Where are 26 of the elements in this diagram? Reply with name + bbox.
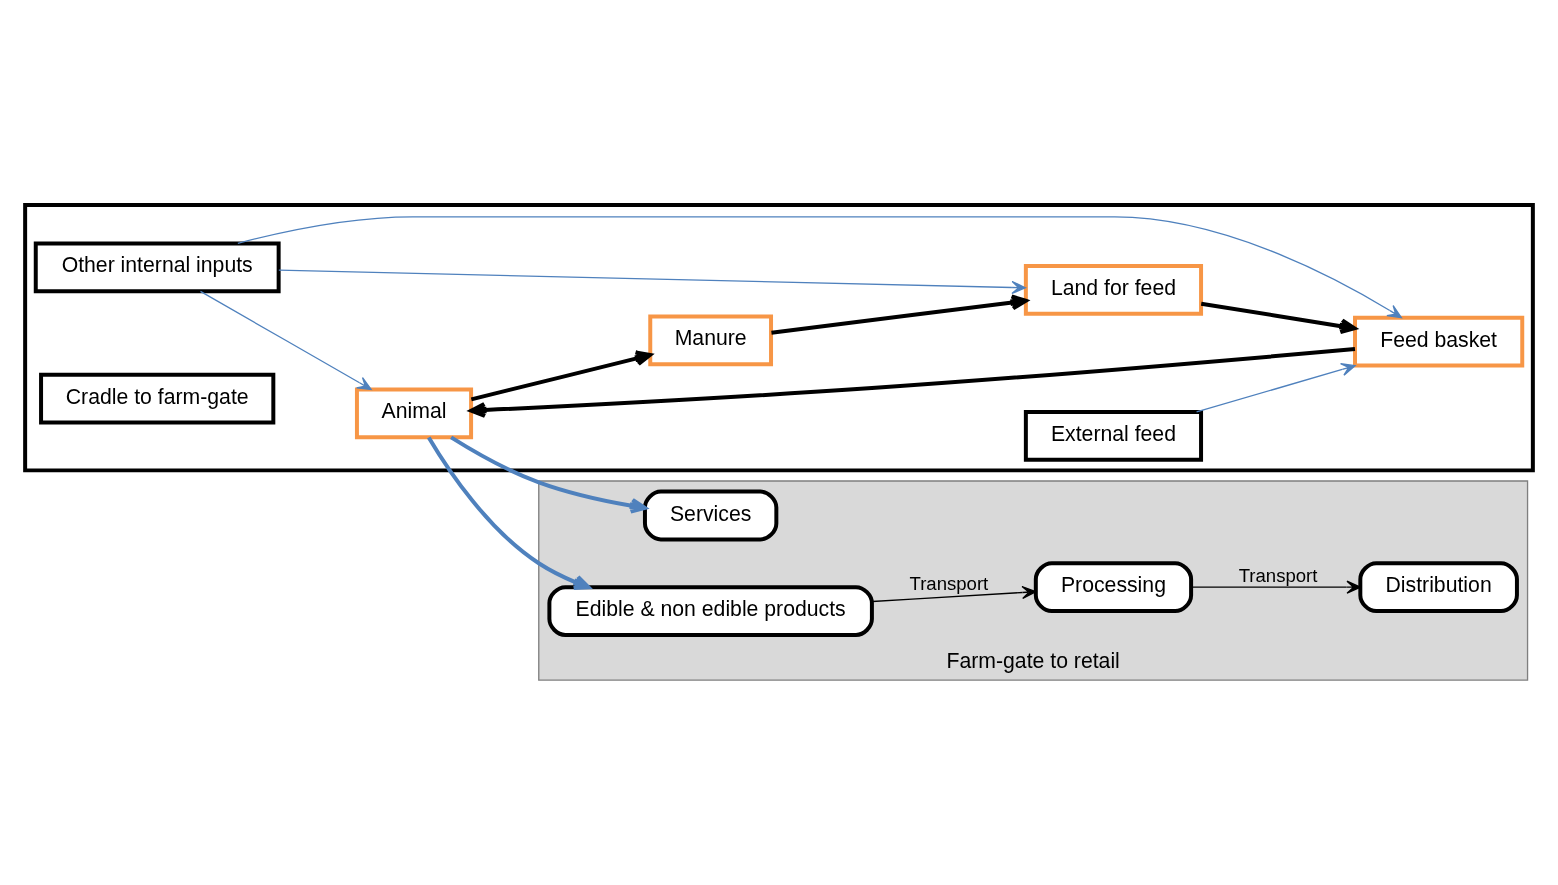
arrow (199, 290, 372, 391)
arrow (1195, 363, 1356, 413)
node-box: Processing (1033, 561, 1194, 614)
node-box: Manure (648, 314, 774, 367)
arrow (469, 347, 1356, 418)
node-box: Land for feed (1023, 264, 1204, 316)
node-box: Services (642, 489, 779, 542)
arrow (237, 216, 1402, 319)
cluster (23, 202, 1535, 473)
node-box: External feed (1023, 410, 1204, 462)
node-box: Feed basket (1353, 315, 1525, 368)
arrow (1190, 580, 1361, 594)
arrow (771, 294, 1028, 335)
node-box: Edible & non edible products (547, 585, 874, 637)
arrow (1200, 301, 1357, 335)
arrow (470, 350, 652, 402)
node-box: Animal (354, 387, 474, 440)
edge-label: Transport (1238, 565, 1318, 587)
edge-label: Transport (909, 573, 989, 595)
node-box: Cradle to farm-gate (39, 372, 276, 425)
arrow (450, 435, 647, 514)
arrow (278, 269, 1026, 295)
arrow (871, 585, 1037, 603)
node-box: Distribution (1358, 561, 1519, 614)
arrow (427, 436, 591, 590)
node-box: Other internal inputs (33, 241, 281, 294)
